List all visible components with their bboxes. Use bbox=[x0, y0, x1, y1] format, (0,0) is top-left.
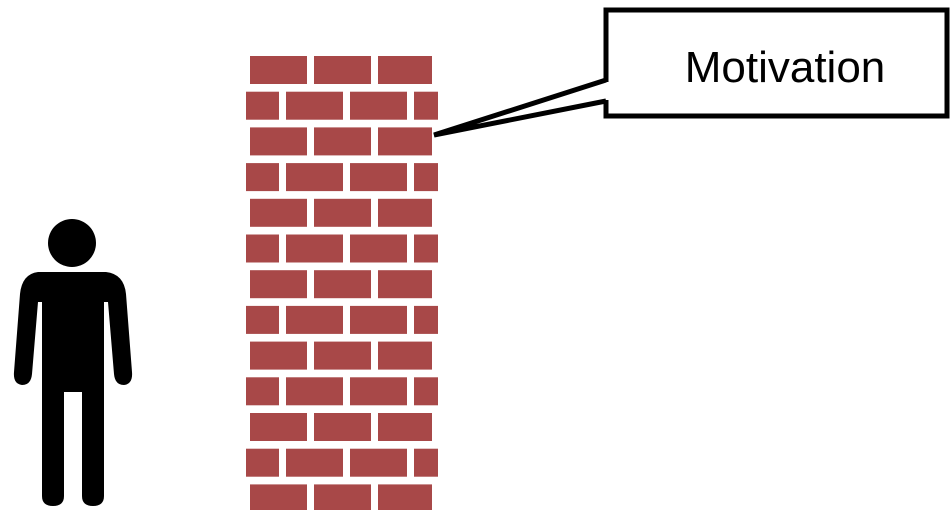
brick bbox=[350, 234, 407, 263]
brick bbox=[286, 377, 343, 406]
brick bbox=[286, 234, 343, 263]
brick bbox=[414, 377, 438, 406]
brick bbox=[378, 56, 432, 84]
callout-join bbox=[600, 82, 612, 100]
brick bbox=[378, 198, 432, 227]
callout-box bbox=[603, 7, 950, 119]
brick bbox=[314, 413, 371, 441]
person-icon bbox=[13, 219, 133, 506]
brick bbox=[378, 127, 432, 156]
brick bbox=[246, 377, 279, 406]
brick bbox=[414, 448, 438, 477]
brick bbox=[246, 163, 279, 192]
brick bbox=[314, 341, 371, 370]
brick bbox=[250, 198, 307, 227]
brick bbox=[378, 341, 432, 370]
brick bbox=[350, 163, 407, 192]
brick bbox=[350, 91, 407, 120]
brick bbox=[246, 234, 279, 263]
brick bbox=[350, 448, 407, 477]
brick bbox=[350, 377, 407, 406]
brick bbox=[286, 163, 343, 192]
brick bbox=[414, 305, 438, 334]
brick bbox=[350, 305, 407, 334]
brick bbox=[286, 91, 343, 120]
brick bbox=[250, 341, 307, 370]
brick bbox=[250, 127, 307, 156]
brick bbox=[314, 270, 371, 299]
brick bbox=[250, 270, 307, 299]
brick bbox=[378, 413, 432, 441]
brick bbox=[250, 56, 307, 84]
brick bbox=[250, 484, 307, 510]
brick bbox=[314, 484, 371, 510]
brick bbox=[414, 163, 438, 192]
brick bbox=[286, 305, 343, 334]
callout-bubble: Motivation bbox=[433, 7, 950, 138]
person-body bbox=[13, 272, 133, 506]
brick bbox=[286, 448, 343, 477]
brick bbox=[246, 305, 279, 334]
brick bbox=[246, 91, 279, 120]
brick bbox=[314, 198, 371, 227]
person-head bbox=[48, 219, 96, 267]
callout-pointer bbox=[433, 77, 607, 138]
brick bbox=[314, 56, 371, 84]
brick bbox=[378, 270, 432, 299]
brick bbox=[250, 413, 307, 441]
brick-wall bbox=[246, 56, 438, 510]
brick bbox=[314, 127, 371, 156]
brick bbox=[414, 234, 438, 263]
brick bbox=[246, 448, 279, 477]
callout-label: Motivation bbox=[685, 43, 886, 92]
brick bbox=[414, 91, 438, 120]
brick bbox=[378, 484, 432, 510]
